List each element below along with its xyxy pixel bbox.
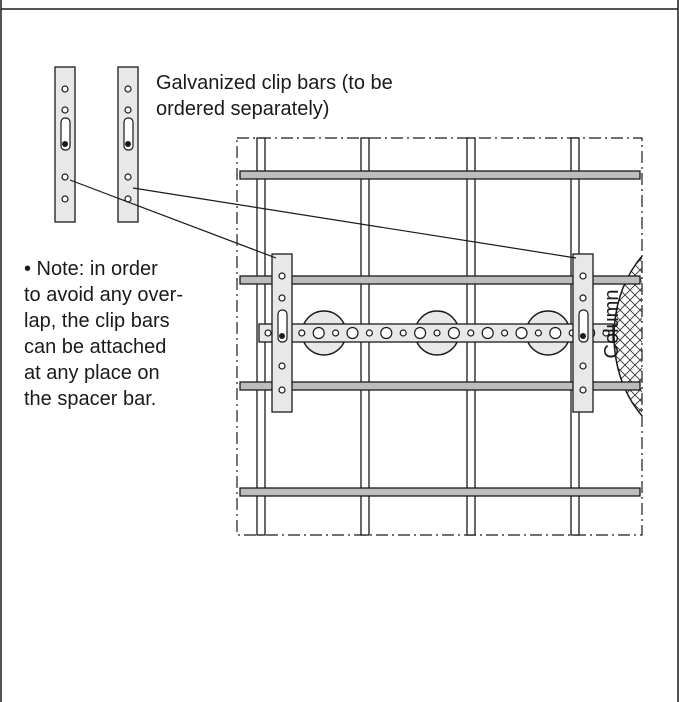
spacer-hole	[298, 329, 306, 337]
spacer-hole	[481, 326, 494, 340]
spacer-hole	[501, 329, 509, 337]
column-section	[613, 255, 642, 417]
spacer-hole	[467, 329, 475, 337]
spacer-hole	[433, 329, 441, 337]
spacer-hole	[264, 329, 272, 337]
spacer-hole	[515, 326, 528, 340]
spacer-hole	[346, 326, 359, 340]
spacer-hole	[399, 329, 407, 337]
leader-lines	[69, 179, 577, 259]
spacer-hole	[602, 329, 610, 337]
spacer-hole	[332, 329, 340, 337]
note-text: • Note: in order to avoid any over- lap,…	[24, 256, 224, 412]
clip-bars-caption: Galvanized clip bars (to be ordered sepa…	[156, 70, 516, 122]
spacer-hole	[414, 326, 427, 340]
note-line-5: at any place on	[24, 362, 160, 384]
note-line-6: the spacer bar.	[24, 388, 157, 410]
clip-bar-mounted-left	[271, 253, 293, 413]
clip-bar-mounted-right	[572, 253, 594, 413]
note-line-2: to avoid any over-	[24, 284, 183, 306]
spacer-hole	[365, 329, 373, 337]
spacer-hole	[312, 326, 325, 340]
note-line-3: lap, the clip bars	[24, 310, 170, 332]
clip-bars-caption-line-2: ordered separately)	[156, 98, 330, 120]
clip-bar-loose-2	[117, 66, 139, 223]
spacer-hole	[534, 329, 543, 337]
note-line-1: • Note: in order	[24, 258, 158, 280]
clip-bar-loose-1	[54, 66, 76, 223]
clip-bars-caption-line-1: Galvanized clip bars (to be	[156, 72, 393, 94]
spacer-hole	[549, 326, 562, 340]
column-label: Column	[601, 289, 623, 359]
note-line-4: can be attached	[24, 336, 167, 358]
spacer-hole	[447, 326, 460, 340]
horizontal-rebars	[239, 170, 641, 497]
spacer-hole	[380, 326, 393, 340]
spacer-bar	[258, 323, 614, 343]
